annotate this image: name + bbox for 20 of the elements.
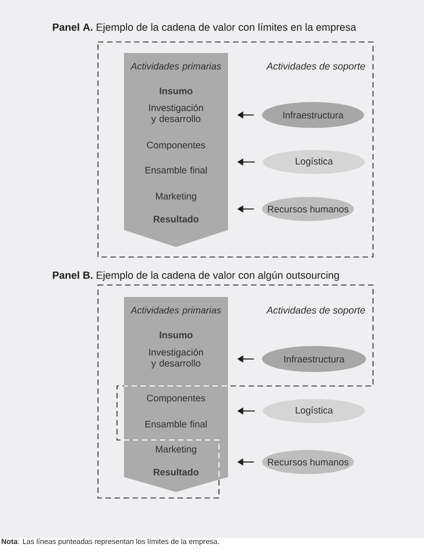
- activity-label: Insumo: [160, 88, 192, 94]
- activity-label: Marketing: [156, 446, 196, 454]
- activity-label: Resultado: [154, 216, 198, 222]
- panel-title: Panel B. Ejemplo de la cadena de valor con algún outsourcing: [52, 271, 339, 281]
- activity-label: Ensamble final: [145, 166, 207, 174]
- chevron-arrow: [124, 53, 228, 247]
- activity-label: Ensamble final: [145, 420, 207, 428]
- activity-label: Marketing: [156, 192, 196, 202]
- chevron-arrow: [124, 297, 228, 492]
- activity-label: Componentes: [147, 142, 206, 150]
- column-heading: Actividades primarias: [130, 62, 222, 72]
- activity-label: Resultado: [154, 468, 198, 476]
- column-heading: Actividades de soporte: [266, 306, 365, 316]
- activity-label: Investigación y desarrollo: [149, 348, 203, 368]
- column-heading: Actividades de soporte: [266, 62, 365, 72]
- panel-title: Panel A. Ejemplo de la cadena de valor con límites en la empresa: [52, 23, 356, 33]
- activity-label: Componentes: [147, 394, 206, 404]
- activity-label: Investigación y desarrollo: [149, 104, 203, 124]
- activity-label: Insumo: [160, 332, 192, 338]
- column-heading: Actividades primarias: [130, 306, 222, 316]
